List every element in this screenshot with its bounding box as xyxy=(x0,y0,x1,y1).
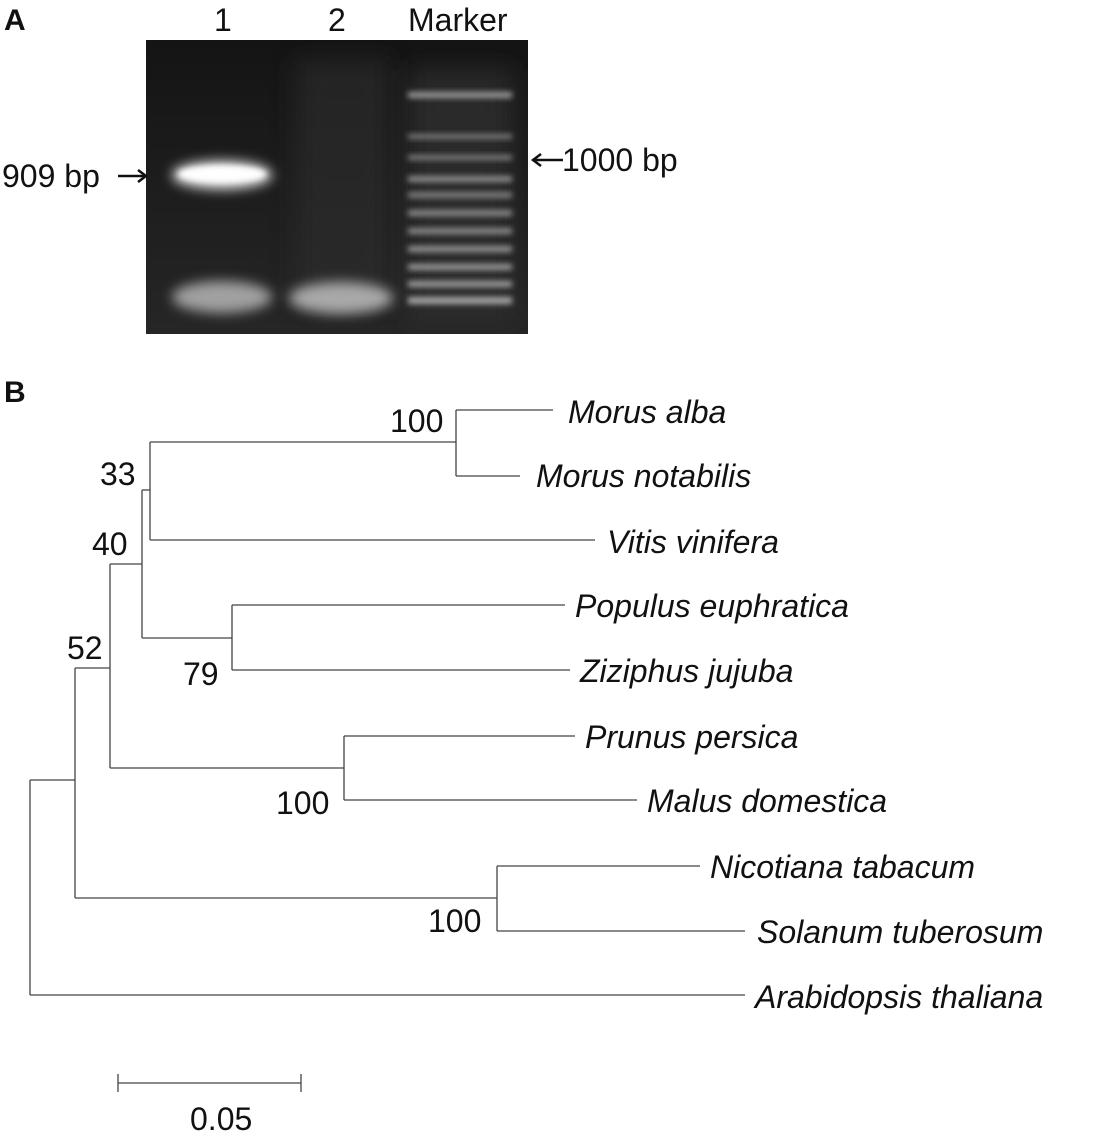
1000bp-label: 1000 bp xyxy=(562,142,678,178)
lane-2-primer-band xyxy=(289,282,393,314)
bootstrap-node-40: 40 xyxy=(92,526,128,562)
lane-1-band-core xyxy=(178,166,266,182)
marker-band xyxy=(408,264,512,270)
marker-band xyxy=(408,92,512,98)
right-arrow-icon xyxy=(530,153,563,167)
taxon-populus-euphratica: Populus euphratica xyxy=(575,588,849,624)
marker-band xyxy=(408,155,512,160)
panel-a-letter: A xyxy=(4,4,26,37)
lane-1-label: 1 xyxy=(214,2,232,38)
bootstrap-node-33: 33 xyxy=(100,456,136,492)
marker-ladder xyxy=(408,92,512,304)
bootstrap-solanaceae: 100 xyxy=(428,903,482,939)
left-arrow-icon xyxy=(118,169,149,183)
panel-b-letter: B xyxy=(4,376,26,409)
lane-2-smear xyxy=(296,60,391,300)
lane-2-label: 2 xyxy=(328,2,346,38)
bootstrap-morus: 100 xyxy=(390,403,444,439)
marker-lane-label: Marker xyxy=(408,2,508,38)
marker-band xyxy=(408,134,512,139)
bootstrap-node-79: 79 xyxy=(183,656,219,692)
marker-band xyxy=(408,297,512,304)
marker-band xyxy=(408,176,512,182)
scale-bar xyxy=(117,1074,302,1092)
taxon-malus-domestica: Malus domestica xyxy=(647,783,888,819)
tree-branches xyxy=(29,409,745,996)
taxon-arabidopsis-thaliana: Arabidopsis thaliana xyxy=(755,979,1044,1015)
phylogenetic-tree xyxy=(29,409,745,1092)
marker-band xyxy=(408,246,512,252)
taxon-prunus-persica: Prunus persica xyxy=(585,719,799,755)
scale-bar-label: 0.05 xyxy=(190,1101,253,1137)
marker-band xyxy=(408,281,512,287)
lane-1-primer-band xyxy=(172,281,272,313)
bootstrap-node-52: 52 xyxy=(67,630,103,666)
taxon-ziziphus-jujuba: Ziziphus jujuba xyxy=(580,653,794,689)
taxon-vitis-vinifera: Vitis vinifera xyxy=(607,524,779,560)
taxon-solanum-tuberosum: Solanum tuberosum xyxy=(757,914,1044,950)
taxon-nicotiana-tabacum: Nicotiana tabacum xyxy=(710,849,976,885)
marker-band xyxy=(408,228,512,234)
gel-image xyxy=(146,40,528,334)
bootstrap-rosaceae: 100 xyxy=(276,785,330,821)
marker-band xyxy=(408,192,512,198)
909bp-label: 909 bp xyxy=(2,158,100,194)
taxon-morus-alba: Morus alba xyxy=(568,394,727,430)
taxon-morus-notabilis: Morus notabilis xyxy=(536,458,752,494)
marker-band xyxy=(408,210,512,216)
